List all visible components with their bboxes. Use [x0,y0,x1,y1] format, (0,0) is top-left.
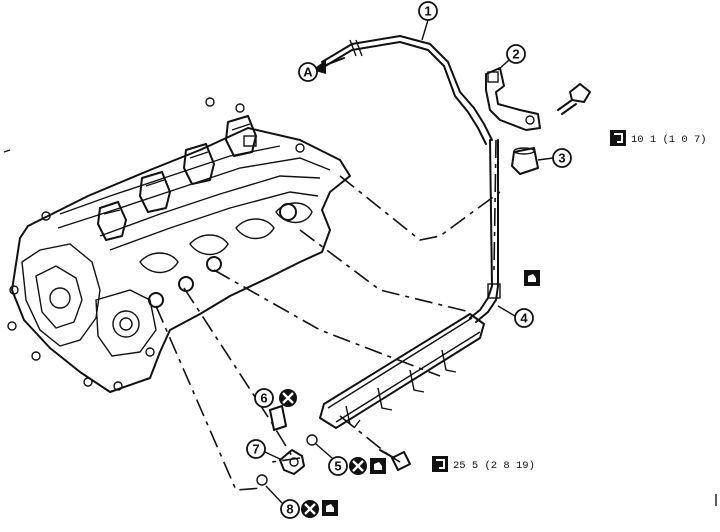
fuel-hose [312,35,493,145]
svg-text:5: 5 [334,459,341,474]
callout-4: 4 [497,305,534,328]
clip [269,405,287,431]
svg-text:2: 2 [512,47,519,62]
rail-bolt [379,449,411,471]
apply-oil-icon [524,270,540,286]
apply-oil-icon [370,458,386,474]
assembly-guide-lines [155,139,501,491]
svg-text:6: 6 [260,391,267,406]
svg-text:A: A [303,65,313,80]
svg-text:7: 7 [252,442,259,457]
insulator-washer [256,474,268,486]
torque-value-rail-bolt: 25 5 (2 8 19) [453,460,535,472]
o-ring [306,434,318,446]
insulator [511,147,539,175]
bracket-bolt [557,83,591,115]
ignition-coil-1 [97,201,127,241]
callout-2: 2 [497,44,526,71]
replace-part-x-icon [349,457,367,475]
callout-1: 1 [418,1,438,41]
ignition-coil-4 [225,115,257,157]
callout-6: 6 [254,388,274,408]
fuel-rail [319,313,485,429]
torque-wrench-icon [610,130,626,146]
svg-text:8: 8 [286,502,293,517]
fuel-injector [279,449,305,475]
callout-5: 5 [315,443,348,476]
torque-spec-bracket-bolt: 10 1 (1 0 7) [610,130,707,146]
torque-wrench-icon [432,456,448,472]
svg-text:1: 1 [424,4,431,19]
svg-text:3: 3 [558,151,565,166]
cylinder-head [7,97,351,393]
callout-8: 8 [265,485,300,519]
fuel-pipe [469,139,501,323]
replace-part-x-icon [279,389,297,407]
torque-spec-rail-bolt: 25 5 (2 8 19) [432,456,535,472]
ignition-coil-3 [183,143,215,185]
replace-part-x-icon [301,500,319,518]
svg-text:4: 4 [520,311,528,326]
apply-oil-icon [322,500,338,516]
callout-3: 3 [537,148,572,168]
callout-7: 7 [246,439,283,461]
hose-bracket [485,67,541,131]
ignition-coil-2 [139,171,171,213]
direction-marker-a: A [298,62,318,82]
torque-value-bracket-bolt: 10 1 (1 0 7) [631,134,707,146]
